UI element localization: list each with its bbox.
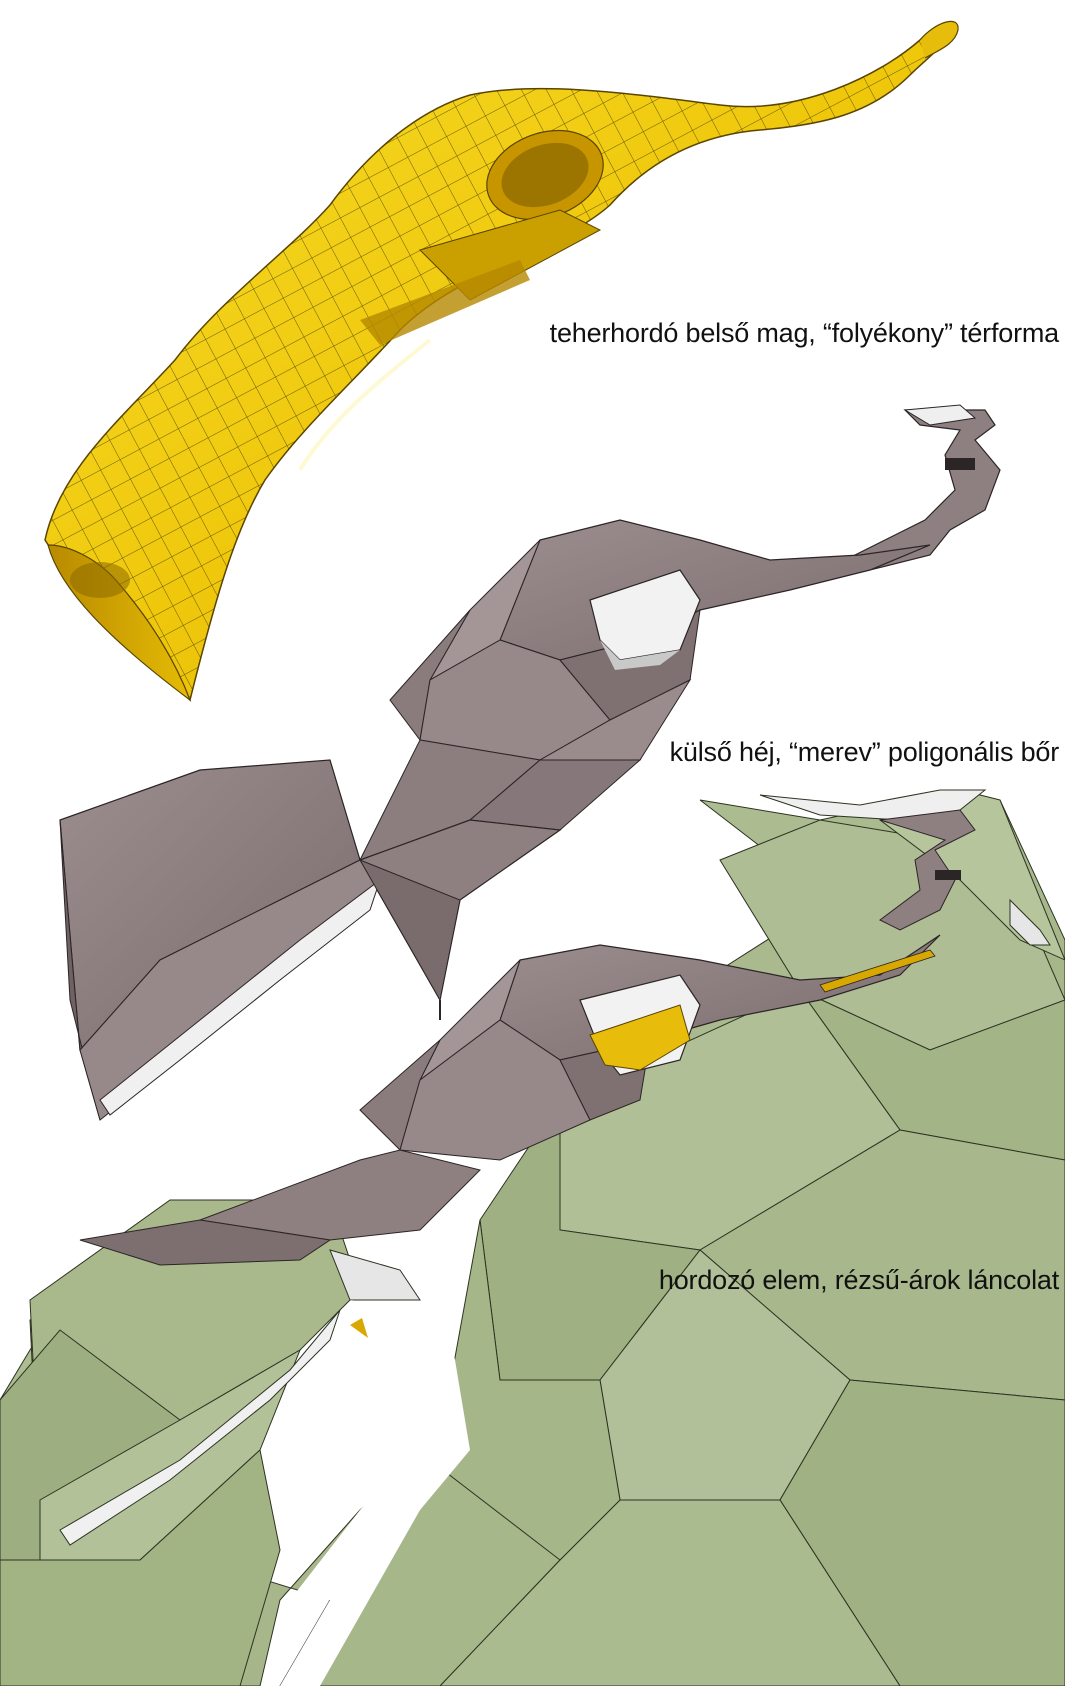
caption-shell-layer: külső héj, “merev” poligonális bőr xyxy=(670,737,1059,768)
caption-base-layer: hordozó elem, rézsű-árok láncolat xyxy=(659,1265,1059,1296)
caption-core-layer: teherhordó belső mag, “folyékony” térfor… xyxy=(550,318,1059,349)
